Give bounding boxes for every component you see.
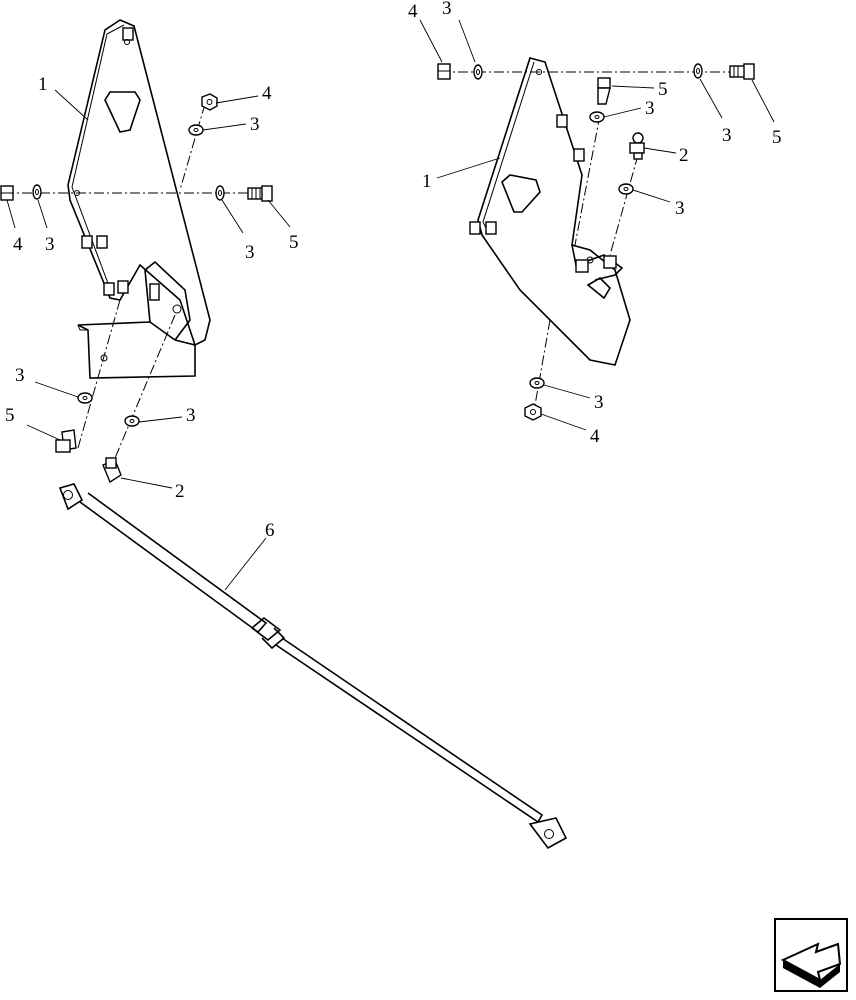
washer (188, 124, 204, 136)
callout-2: 2 (679, 145, 689, 166)
callout-3: 3 (442, 0, 452, 19)
washer (529, 377, 545, 389)
hex-nut (524, 403, 542, 421)
washer (32, 184, 42, 200)
callout-5: 5 (658, 79, 668, 100)
callout-4: 4 (408, 1, 418, 22)
callout-4: 4 (262, 83, 272, 104)
callout-5: 5 (772, 127, 782, 148)
hex-bolt-head (469, 114, 617, 273)
previous-page-arrow-icon[interactable] (774, 918, 848, 992)
callout-3: 3 (250, 114, 260, 135)
left-bracket-flange (77, 321, 196, 379)
hex-nut (437, 63, 451, 80)
hex-nut (0, 185, 14, 201)
callout-1: 1 (422, 171, 432, 192)
bolt (55, 429, 77, 453)
callout-4: 4 (590, 426, 600, 447)
right-assembly: 4 3 1 5 3 2 3 3 5 3 4 (408, 0, 782, 447)
callout-3: 3 (675, 198, 685, 219)
left-assembly: 1 4 3 4 3 3 5 3 5 3 2 (0, 19, 299, 502)
callout-3: 3 (245, 242, 255, 263)
right-bracket-plate (477, 57, 631, 366)
callout-3: 3 (645, 98, 655, 119)
callout-3: 3 (594, 392, 604, 413)
hex-nut (201, 93, 218, 111)
callout-3: 3 (186, 405, 196, 426)
callout-3: 3 (722, 125, 732, 146)
gas-strut: 6 (58, 483, 568, 850)
washer (124, 415, 140, 427)
callout-5: 5 (5, 405, 15, 426)
callout-6: 6 (265, 520, 275, 541)
bolt (597, 77, 611, 105)
callout-1: 1 (38, 74, 48, 95)
ball-stud (629, 132, 645, 160)
washer (473, 64, 483, 80)
bolt (729, 63, 755, 80)
callout-3: 3 (15, 365, 25, 386)
washer (618, 183, 634, 195)
callout-3: 3 (45, 234, 55, 255)
hex-bolt-head (81, 27, 182, 314)
left-bracket-plate (67, 19, 211, 347)
ball-stud (102, 457, 122, 484)
callout-4: 4 (13, 234, 23, 255)
washer (589, 111, 605, 123)
callout-2: 2 (175, 481, 185, 502)
washer (693, 63, 703, 79)
callout-5: 5 (289, 232, 299, 253)
washer (77, 392, 93, 404)
washer (215, 185, 225, 201)
bolt (247, 185, 273, 202)
